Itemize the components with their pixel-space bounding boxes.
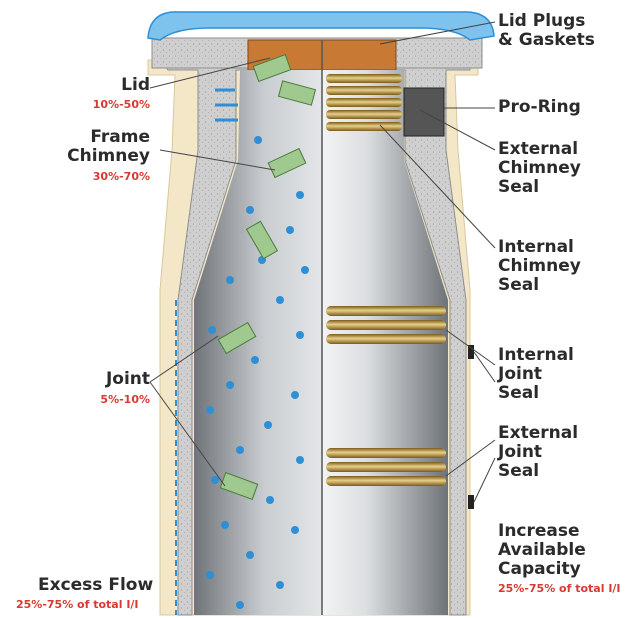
label-joint: Joint bbox=[60, 370, 150, 389]
label-frame-chimney: Frame Chimney bbox=[40, 128, 150, 166]
external-joint-seal-upper bbox=[468, 345, 474, 359]
value-excess-flow: 25%-75% of total I/I bbox=[16, 598, 139, 611]
label-pro-ring: Pro-Ring bbox=[498, 98, 581, 117]
label-lid: Lid bbox=[60, 76, 150, 95]
label-external-chimney-seal: External Chimney Seal bbox=[498, 140, 581, 197]
label-internal-chimney-seal: Internal Chimney Seal bbox=[498, 238, 581, 295]
label-external-joint-seal: External Joint Seal bbox=[498, 424, 578, 481]
value-lid: 10%-50% bbox=[60, 98, 150, 111]
external-joint-seal-lower bbox=[468, 495, 474, 509]
label-internal-joint-seal: Internal Joint Seal bbox=[498, 346, 574, 403]
value-joint: 5%-10% bbox=[60, 393, 150, 406]
value-frame-chimney: 30%-70% bbox=[40, 170, 150, 183]
internal-chimney-seal bbox=[326, 74, 402, 131]
internal-joint-seal-upper bbox=[326, 306, 446, 344]
internal-joint-seal-lower bbox=[326, 448, 446, 486]
label-excess-flow: Excess Flow bbox=[38, 576, 153, 595]
lid-water bbox=[148, 12, 494, 40]
label-lid-plugs: Lid Plugs & Gaskets bbox=[498, 12, 595, 50]
value-increase-capacity: 25%-75% of total I/I bbox=[498, 582, 621, 595]
label-increase-capacity: Increase Available Capacity bbox=[498, 522, 586, 579]
